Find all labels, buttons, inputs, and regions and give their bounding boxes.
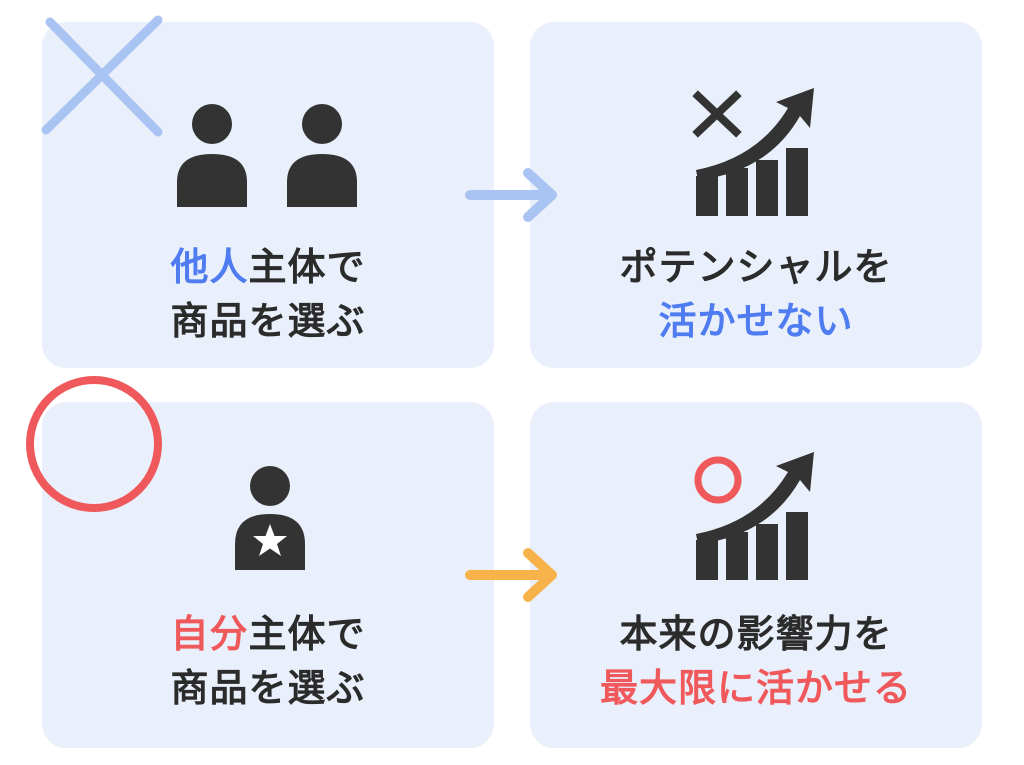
card-potential-unused: ポテンシャルを 活かせない — [530, 22, 982, 368]
person-star-icon — [235, 466, 305, 570]
influence-highlight: 最大限に活かせる — [599, 666, 912, 710]
potential-unused-label: ポテンシャルを 活かせない — [530, 240, 982, 348]
circle-mark-icon — [26, 376, 162, 512]
self-centered-label: 自分主体で 商品を選ぶ — [170, 612, 366, 710]
star-icon — [253, 524, 287, 556]
self-highlight: 自分 — [170, 612, 249, 656]
arrow-right-icon — [465, 168, 557, 222]
other-centered-label: 他人主体で 商品を選ぶ — [170, 245, 366, 343]
x-mark-icon — [41, 15, 163, 137]
card-self-centered: 自分主体で 商品を選ぶ — [42, 402, 494, 748]
influence-maximized-label: 本来の影響力を 最大限に活かせる — [530, 607, 982, 715]
card-other-centered: 他人主体で 商品を選ぶ — [42, 22, 494, 368]
other-highlight: 他人 — [170, 245, 249, 289]
potential-highlight: 活かせない — [658, 299, 854, 343]
card-influence-maximized: 本来の影響力を 最大限に活かせる — [530, 402, 982, 748]
two-people-icon — [177, 104, 357, 207]
arrow-right-icon — [465, 548, 557, 602]
chart-up-x-icon — [692, 88, 814, 216]
chart-up-circle-icon — [694, 452, 814, 580]
